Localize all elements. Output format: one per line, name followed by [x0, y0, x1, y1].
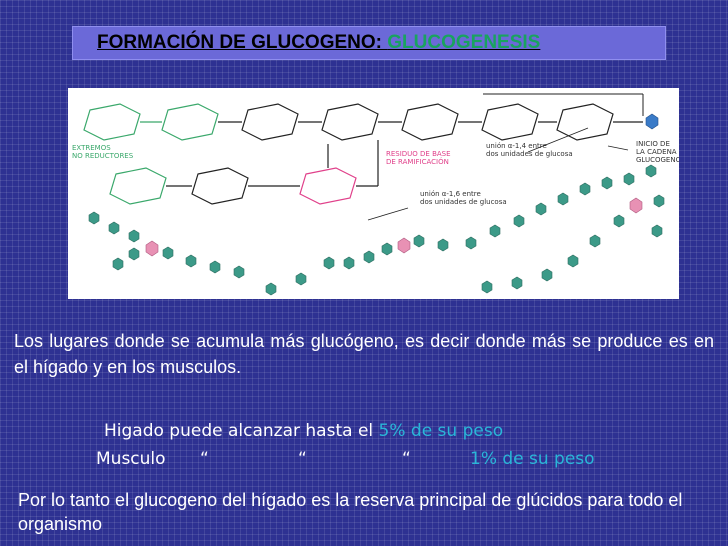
liver-value: 5% de su peso	[378, 421, 504, 441]
label-mid-1: RESIDUO DE BASE	[386, 150, 451, 158]
label-far-right-1: INICIO DE	[636, 140, 670, 148]
label-right2-1: unión α-1,6 entre	[420, 190, 481, 198]
glycogen-structure-figure: EXTREMOS NO REDUCTORES RESIDUO DE BASE D…	[68, 88, 679, 299]
label-left-2: NO REDUCTORES	[72, 152, 134, 160]
slide-title: FORMACIÓN DE GLUCOGENO: GLUCOGENESIS	[97, 32, 540, 54]
label-mid-2: DE RAMIFICACIÓN	[386, 157, 449, 166]
storage-sites-paragraph: Los lugares donde se acumula más glucóge…	[14, 331, 714, 377]
label-far-right-3: GLUCOGENO	[636, 156, 679, 164]
glycogen-branch-chains	[88, 113, 665, 296]
label-left-1: EXTREMOS	[72, 144, 111, 152]
conclusion-paragraph: Por lo tanto el glucogeno del hígado es …	[18, 490, 683, 534]
title-box: FORMACIÓN DE GLUCOGENO: GLUCOGENESIS	[72, 26, 666, 60]
label-right1-2: dos unidades de glucosa	[486, 150, 573, 158]
label-right1-1: unión α-1,4 entre	[486, 142, 547, 150]
title-main: FORMACIÓN DE GLUCOGENO:	[97, 32, 382, 53]
label-far-right-2: LA CADENA	[636, 148, 677, 156]
glycogen-diagram: EXTREMOS NO REDUCTORES RESIDUO DE BASE D…	[72, 93, 679, 296]
liver-row: Higado puede alcanzar hasta el 5% de su …	[104, 421, 503, 441]
ditto-mark-3: “	[402, 449, 411, 469]
liver-text: Higado puede alcanzar hasta el	[104, 421, 374, 441]
muscle-row: Musculo “ “ “ 1% de su peso	[96, 449, 636, 471]
ditto-mark-2: “	[298, 449, 307, 469]
ditto-mark-1: “	[200, 449, 209, 469]
label-right2-2: dos unidades de glucosa	[420, 198, 507, 206]
title-accent: GLUCOGENESIS	[387, 32, 541, 53]
muscle-label: Musculo	[96, 449, 166, 469]
muscle-value: 1% de su peso	[470, 449, 595, 469]
